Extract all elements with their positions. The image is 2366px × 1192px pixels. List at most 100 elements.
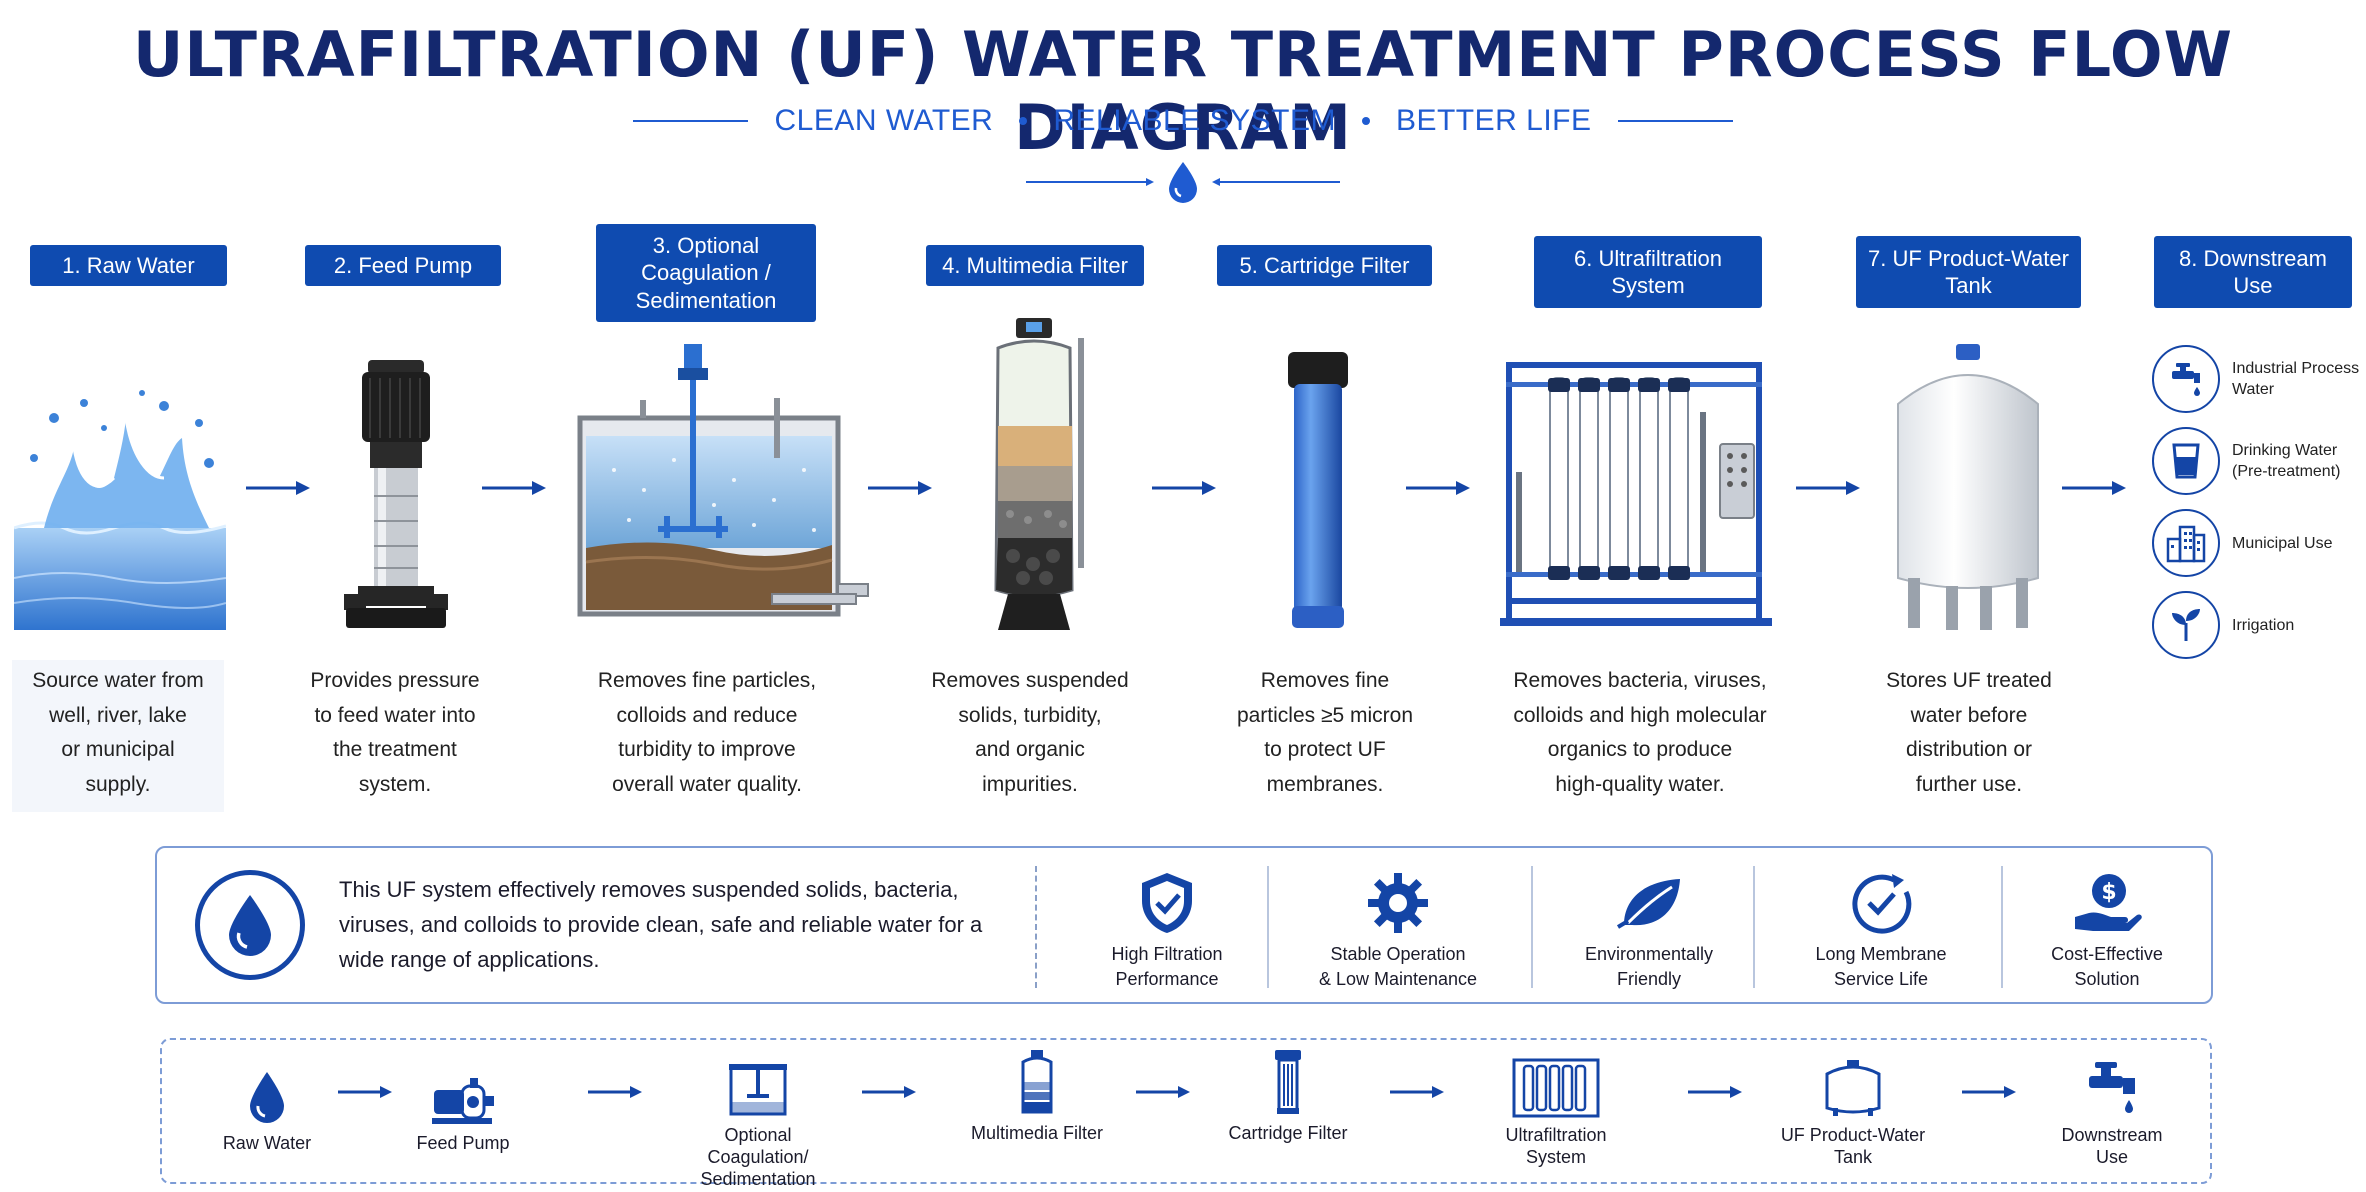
multimedia-filter-image — [994, 318, 1084, 630]
gear-icon — [1288, 870, 1508, 936]
mini-step-label: Optional Coagulation/ Sedimentation — [700, 1125, 816, 1189]
step-desc-cartridge-filter: Removes fine particles ≥5 micron to prot… — [1236, 669, 1414, 796]
tagline-row: CLEAN WATER RELIABLE SYSTEM BETTER LIFE — [0, 104, 2366, 138]
feature-cost-effective: $ Cost-Effective Solution — [1997, 870, 2217, 992]
feature-label: Environmentally Friendly — [1584, 944, 1714, 989]
multimedia-filter-icon — [942, 1046, 1132, 1116]
raw-water-splash-image — [14, 390, 226, 630]
sprout-icon — [2152, 591, 2220, 659]
step-desc-product-tank: Stores UF treated water before distribut… — [1886, 669, 2052, 796]
flow-arrow-6 — [1796, 481, 1860, 495]
feature-label: Stable Operation & Low Maintenance — [1318, 944, 1478, 989]
flow-arrow-7 — [2062, 481, 2126, 495]
uf-rack-icon — [1466, 1048, 1646, 1118]
feature-label: Cost-Effective Solution — [2051, 944, 2163, 989]
use-item-municipal: Municipal Use — [2152, 502, 2366, 584]
bullet-dot — [1019, 117, 1028, 125]
flow-arrow-4 — [1152, 481, 1216, 495]
raw-water-desc-background — [12, 660, 224, 812]
mini-process-flow: Raw Water Feed Pump Optional Coagulation… — [160, 1038, 2212, 1189]
tagline-better-life: BETTER LIFE — [1395, 104, 1592, 137]
step-label-multimedia-filter: 4. Multimedia Filter — [926, 245, 1144, 286]
benefits-summary: This UF system effectively removes suspe… — [339, 877, 983, 972]
flow-arrow-1 — [246, 481, 310, 495]
mini-step-label: Ultrafiltration System — [1505, 1125, 1607, 1167]
use-item-industrial: Industrial Process Water — [2152, 338, 2366, 420]
divider — [1753, 866, 1755, 988]
drop-icon — [192, 1056, 342, 1126]
divider — [1267, 866, 1269, 988]
divider — [1035, 866, 1037, 988]
page-title: ULTRAFILTRATION (UF) WATER TREATMENT PRO… — [133, 18, 2233, 164]
flow-arrow-3 — [868, 481, 932, 495]
product-water-tank-image — [1897, 344, 2039, 630]
use-label-municipal: Municipal Use — [2232, 534, 2333, 552]
mini-step-feed-pump: Feed Pump — [398, 1056, 528, 1154]
tagline-clean-water: CLEAN WATER — [774, 104, 994, 137]
divider — [633, 120, 749, 122]
use-label-irrigation: Irrigation — [2232, 616, 2295, 634]
pump-icon — [398, 1056, 528, 1126]
mini-step-downstream-use: Downstream Use — [2042, 1048, 2182, 1168]
faucet-icon — [2152, 345, 2220, 413]
step-label-product-tank: 7. UF Product-Water Tank — [1856, 236, 2081, 308]
use-label-industrial: Industrial Process Water — [2232, 360, 2360, 398]
mini-arrow — [1390, 1086, 1444, 1098]
flow-arrow-5 — [1406, 481, 1470, 495]
check-circle-icon — [1771, 870, 1991, 936]
step-label-ultrafiltration: 6. Ultrafiltration System — [1534, 236, 1762, 308]
divider — [2001, 866, 2003, 988]
mini-arrow — [862, 1086, 916, 1098]
ultrafiltration-rack-image — [1500, 362, 1772, 626]
water-drop-icon — [195, 870, 305, 980]
arrow-left-line — [1212, 178, 1340, 186]
step-desc-feed-pump: Provides pressure to feed water into the… — [310, 669, 480, 796]
svg-text:$: $ — [2101, 880, 2116, 905]
mini-arrow — [588, 1086, 642, 1098]
mini-step-label: Downstream Use — [2061, 1125, 2163, 1167]
mini-step-coagulation: Optional Coagulation/ Sedimentation — [658, 1048, 858, 1190]
divider — [1617, 120, 1733, 122]
mini-arrow — [1962, 1086, 2016, 1098]
coagulation-tank-image — [577, 344, 869, 617]
step-label-coagulation: 3. Optional Coagulation / Sedimentation — [596, 224, 816, 322]
arrow-right-line — [1026, 178, 1154, 186]
feature-high-filtration: High Filtration Performance — [1057, 870, 1277, 992]
mini-step-label: Multimedia Filter — [970, 1123, 1104, 1143]
mini-step-label: Cartridge Filter — [1228, 1123, 1348, 1143]
use-item-irrigation: Irrigation — [2152, 584, 2366, 666]
mini-arrow — [1136, 1086, 1190, 1098]
feature-label: Long Membrane Service Life — [1815, 944, 1947, 989]
feature-long-membrane-life: Long Membrane Service Life — [1771, 870, 1991, 992]
leaf-icon — [1539, 870, 1759, 936]
tank-icon — [658, 1048, 858, 1118]
step-label-cartridge-filter: 5. Cartridge Filter — [1217, 245, 1432, 286]
glass-icon — [2152, 427, 2220, 495]
use-item-drinking: Drinking Water (Pre-treatment) — [2152, 420, 2366, 502]
mini-step-cartridge-filter: Cartridge Filter — [1198, 1046, 1378, 1144]
benefits-panel: This UF system effectively removes suspe… — [155, 846, 2213, 1004]
header-drop-ornament — [0, 160, 2366, 204]
use-label-drinking: Drinking Water (Pre-treatment) — [2232, 442, 2341, 480]
bullet-dot — [1361, 117, 1370, 125]
buildings-icon — [2152, 509, 2220, 577]
mini-step-label: Raw Water — [222, 1133, 312, 1153]
product-tank-icon — [1748, 1048, 1958, 1118]
flow-arrow-2 — [482, 481, 546, 495]
mini-arrow — [338, 1086, 392, 1098]
step-desc-coagulation: Removes fine particles, colloids and red… — [597, 669, 817, 796]
mini-step-raw-water: Raw Water — [192, 1056, 342, 1154]
cartridge-filter-image — [1288, 352, 1348, 628]
divider — [1531, 866, 1533, 988]
dollar-hand-icon: $ — [1997, 870, 2217, 936]
step-desc-ultrafiltration: Removes bacteria, viruses, colloids and … — [1513, 669, 1767, 796]
feature-stable-operation: Stable Operation & Low Maintenance — [1288, 870, 1508, 992]
mini-arrow — [1688, 1086, 1742, 1098]
feature-label: High Filtration Performance — [1111, 944, 1223, 989]
downstream-uses-list: Industrial Process Water Drinking Water … — [2152, 338, 2366, 666]
mini-step-label: UF Product-Water Tank — [1780, 1125, 1926, 1167]
step-label-raw-water: 1. Raw Water — [30, 245, 227, 286]
step-desc-multimedia-filter: Removes suspended solids, turbidity, and… — [931, 669, 1129, 796]
mini-step-label: Feed Pump — [416, 1133, 510, 1153]
mini-step-product-tank: UF Product-Water Tank — [1748, 1048, 1958, 1168]
